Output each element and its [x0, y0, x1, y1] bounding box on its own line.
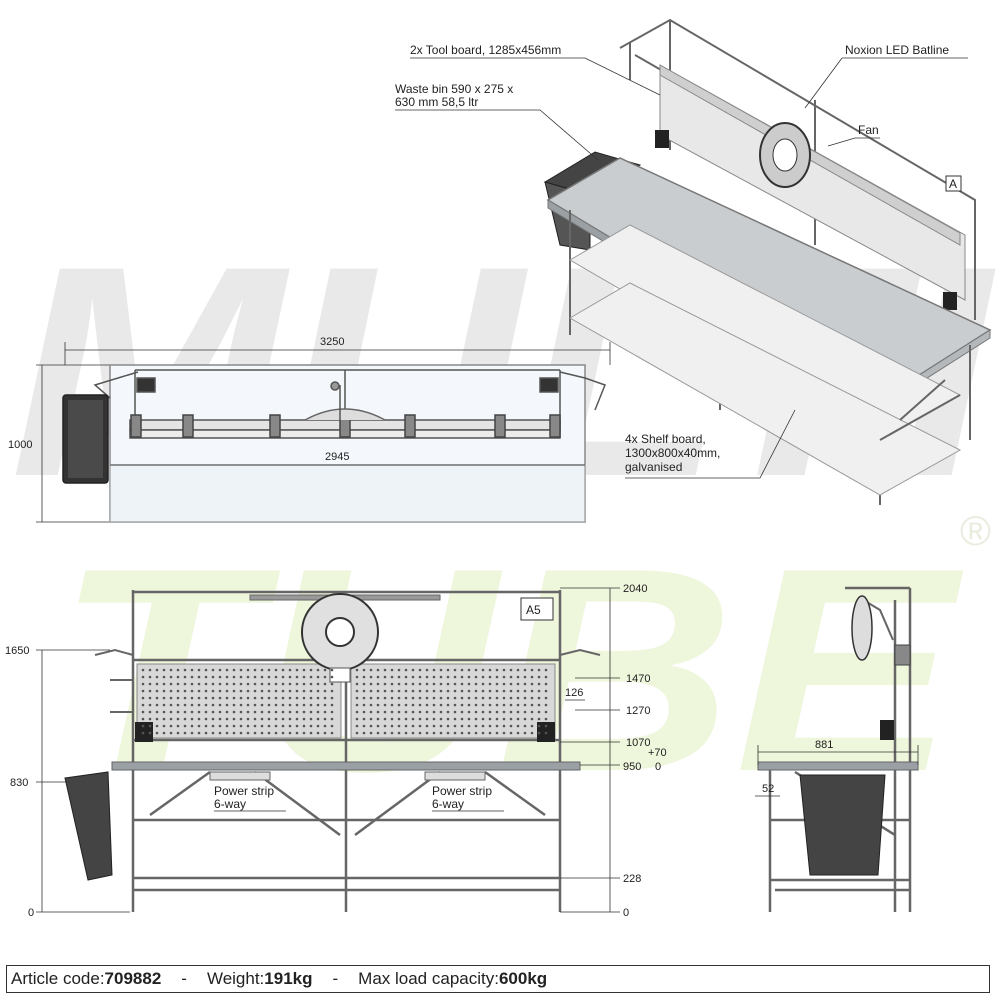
max-load-label: Max load capacity:	[358, 969, 499, 988]
front-dimension-lines	[36, 587, 620, 913]
callout-tool-board: 2x Tool board, 1285x456mm	[410, 43, 561, 57]
dim-h-1070: 1070	[626, 737, 650, 749]
callout-power-strip-1-line1: Power strip	[214, 784, 274, 798]
callout-waste-bin-line2: 630 mm 58,5 ltr	[395, 95, 478, 109]
dim-h-0-right: 0	[655, 761, 661, 773]
dim-w-126: 126	[565, 687, 583, 699]
weight-label: Weight:	[206, 969, 265, 988]
dim-side-52: 52	[762, 783, 774, 795]
side-view	[757, 586, 919, 912]
side-dimension-lines	[755, 745, 919, 797]
callout-shelf-line2: 1300x800x40mm,	[625, 446, 720, 460]
footer-separator-1: -	[181, 969, 187, 988]
dim-top-width: 3250	[320, 336, 344, 348]
dim-h-228: 228	[623, 873, 641, 885]
top-view	[36, 342, 611, 523]
callout-power-strip-1-line2: 6-way	[214, 797, 246, 811]
isometric-view	[543, 18, 992, 505]
iso-callout-lines	[395, 57, 968, 479]
callout-power-strip-2-line1: Power strip	[432, 784, 492, 798]
article-code-value: 709882	[104, 969, 162, 988]
callout-power-strip-2-line2: 6-way	[432, 797, 464, 811]
callout-waste-bin-line1: Waste bin 590 x 275 x	[395, 82, 513, 96]
dim-h-950: 950	[623, 761, 641, 773]
weight-value: 191kg	[264, 969, 313, 988]
callout-fan: Fan	[858, 123, 879, 137]
spec-footer: Article code: 709882 - Weight: 191kg - M…	[6, 965, 990, 993]
callout-led-batline: Noxion LED Batline	[845, 43, 949, 57]
article-code-label: Article code:	[11, 969, 105, 988]
dim-h-1270: 1270	[626, 705, 650, 717]
dim-top-inner: 2945	[325, 451, 349, 463]
pegboard-holes	[141, 668, 548, 735]
front-tag-a5: A5	[526, 603, 541, 617]
dim-h-plus-70: +70	[648, 747, 667, 759]
footer-separator-2: -	[332, 969, 339, 988]
callout-shelf-line3: galvanised	[625, 460, 682, 474]
dim-h-1470: 1470	[626, 673, 650, 685]
dim-h-0-left: 0	[28, 907, 34, 919]
dim-h-1650: 1650	[5, 645, 29, 657]
registered-mark: ®	[960, 507, 991, 554]
dim-side-881: 881	[815, 739, 833, 751]
dim-h-0-bottom: 0	[623, 907, 629, 919]
dim-top-depth: 1000	[8, 439, 32, 451]
dim-h-2040: 2040	[623, 583, 647, 595]
dim-h-830: 830	[10, 777, 28, 789]
iso-tag-a: A	[949, 177, 957, 191]
max-load-value: 600kg	[498, 969, 548, 988]
callout-shelf-line1: 4x Shelf board,	[625, 432, 706, 446]
